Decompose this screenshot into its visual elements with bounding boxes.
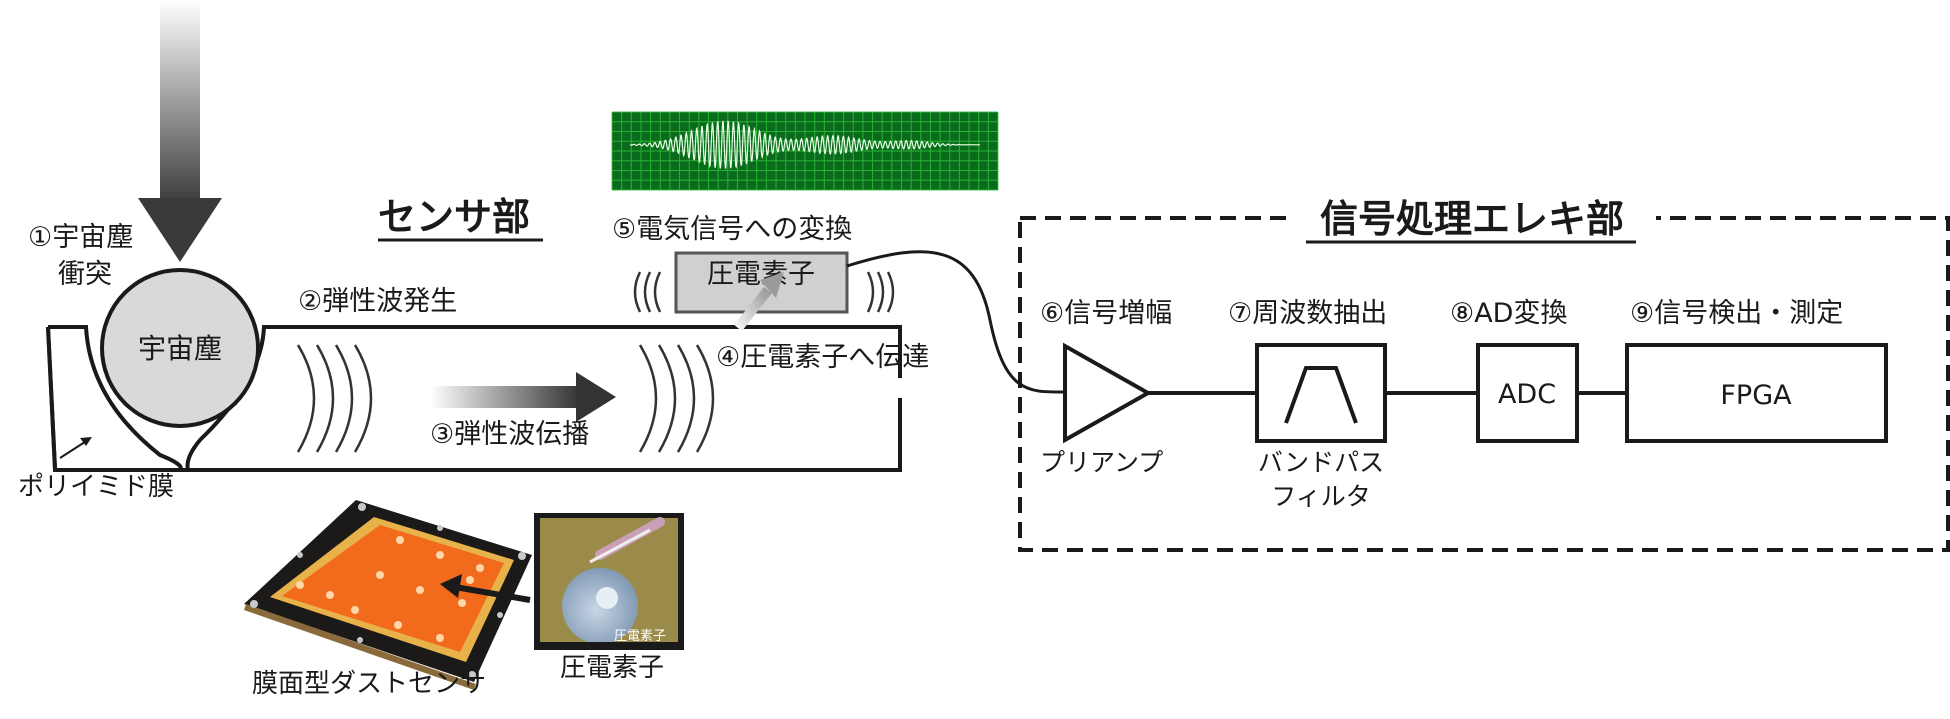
signal-cable xyxy=(846,250,1066,394)
polyimide-label: ポリイミド膜 xyxy=(18,472,174,502)
preamp-triangle xyxy=(1063,342,1153,444)
piezo-vibration-right xyxy=(866,271,895,313)
piezo-photo-caption: 圧電素子 xyxy=(560,653,664,683)
step8-label: ⑧AD変換 xyxy=(1450,298,1567,329)
step2-label: ②弾性波発生 xyxy=(298,286,457,317)
step7-label: ⑦周波数抽出 xyxy=(1228,298,1387,329)
elastic-wave-group-left xyxy=(296,344,373,453)
bpf-label-line1: バンドパス xyxy=(1258,448,1384,477)
step6-label: ⑥信号増幅 xyxy=(1040,298,1172,329)
dust-sensor-caption: 膜面型ダストセンサ xyxy=(252,669,486,699)
impact-arrow xyxy=(138,0,222,262)
step1-label-line2: 衝突 xyxy=(58,259,112,290)
photo-link-arrow xyxy=(454,584,531,603)
step1-label-line1: ①宇宙塵 xyxy=(28,222,133,253)
preamp-label: プリアンプ xyxy=(1040,448,1163,477)
step5-label: ⑤電気信号への変換 xyxy=(612,214,852,245)
fpga-label: FPGA xyxy=(1720,380,1792,411)
step4-label: ④圧電素子へ伝達 xyxy=(716,342,929,373)
bpf-label-line2: フィルタ xyxy=(1271,482,1371,511)
step9-label: ⑨信号検出・測定 xyxy=(1630,298,1843,329)
adc-label: ADC xyxy=(1498,379,1556,410)
elastic-wave-group-right xyxy=(638,344,715,453)
piezo-element-label: 圧電素子 xyxy=(707,259,815,290)
piezo-element-photo xyxy=(534,513,684,650)
adc-box xyxy=(1476,343,1579,443)
step3-label: ③弾性波伝播 xyxy=(430,419,589,450)
polyimide-pointer xyxy=(59,439,89,459)
propagation-arrow xyxy=(430,372,616,422)
dust-sensor-photo xyxy=(244,500,532,690)
oscilloscope-waveform xyxy=(611,111,999,191)
bandpass-filter-box xyxy=(1255,343,1387,443)
bandpass-response-icon xyxy=(1284,366,1358,424)
fpga-box xyxy=(1625,343,1888,443)
sensor-section-title: センサ部 xyxy=(378,195,530,239)
cosmic-dust-sphere xyxy=(100,268,260,428)
cosmic-dust-label: 宇宙塵 xyxy=(138,332,222,365)
piezo-photo-inset-label: 圧電素子 xyxy=(614,629,666,644)
transfer-to-piezo-arrow xyxy=(734,272,784,332)
electronics-section-title: 信号処理エレキ部 xyxy=(1320,197,1624,241)
piezo-vibration-left xyxy=(633,271,662,313)
